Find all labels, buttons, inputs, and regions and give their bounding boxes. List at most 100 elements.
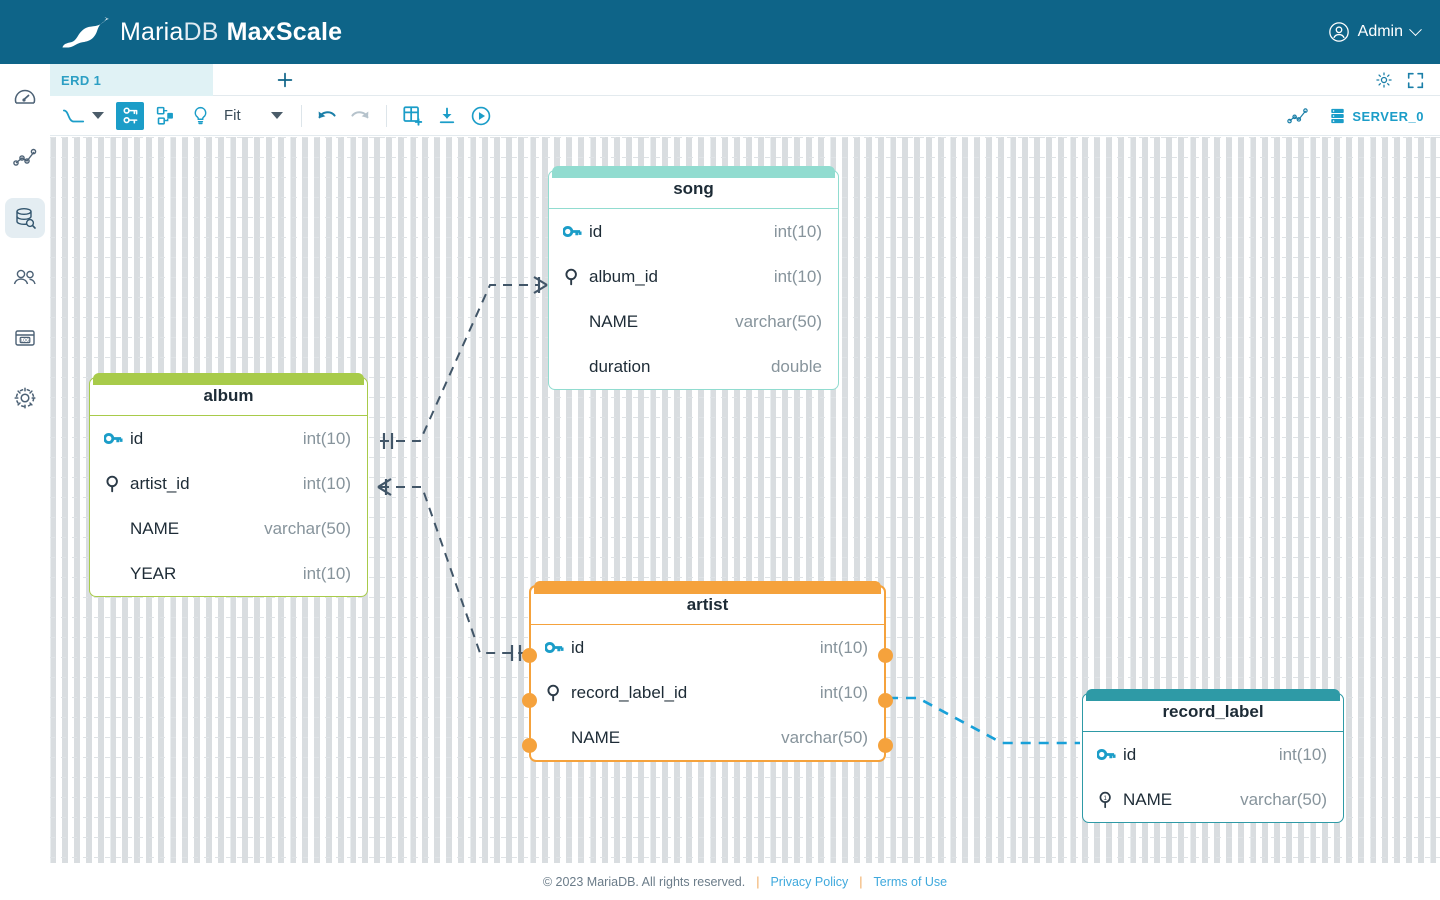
redo-button[interactable]: [346, 102, 374, 130]
link-record-label-id-to-artist-record-label-id[interactable]: [888, 696, 1080, 745]
link-artist-id-to-album-artist-id[interactable]: [377, 478, 528, 661]
tab-erd-1[interactable]: ERD 1: [50, 64, 213, 96]
link-shape-caret-icon[interactable]: [92, 112, 104, 119]
anchor-left-record-label-id[interactable]: [522, 693, 537, 708]
er-column-name: id: [589, 221, 603, 241]
er-column-name: NAME: [589, 311, 639, 331]
anchor-left-id[interactable]: [522, 648, 537, 663]
er-column-name: NAME: [1123, 789, 1173, 809]
database-search-icon: [16, 208, 36, 229]
er-column-type: int(10): [773, 221, 822, 241]
anchor-right-name[interactable]: [878, 738, 893, 753]
er-column-name: id: [571, 637, 585, 657]
fullscreen-button[interactable]: [1407, 72, 1424, 89]
er-table-artist-title: artist: [531, 587, 884, 625]
chart-button[interactable]: [1284, 102, 1312, 130]
hint-button[interactable]: [186, 102, 214, 130]
er-column-row[interactable]: YEAR int(10): [90, 551, 367, 596]
add-table-icon: [403, 105, 422, 126]
redo-arrow-icon: [351, 111, 369, 119]
toggle-keys-button[interactable]: [116, 101, 144, 130]
erd-toolbar: Fit: [50, 96, 1440, 136]
user-menu[interactable]: Admin: [1328, 0, 1422, 64]
sidebar-item-query-editor[interactable]: [5, 198, 45, 238]
anchor-right-id[interactable]: [878, 648, 893, 663]
app-footer: © 2023 MariaDB. All rights reserved. | P…: [50, 863, 1440, 900]
zoom-caret-icon[interactable]: [270, 112, 283, 119]
er-column-row[interactable]: album_id int(10): [549, 254, 838, 299]
erd-settings-button[interactable]: [1375, 71, 1393, 89]
er-column-row[interactable]: id int(10): [1083, 732, 1343, 777]
er-column-row[interactable]: id int(10): [549, 209, 838, 254]
privacy-policy-link[interactable]: Privacy Policy: [770, 874, 849, 889]
left-nav-rail: LOG: [0, 64, 50, 900]
er-table-record-label-accent: [1086, 689, 1340, 701]
er-column-name: NAME: [571, 727, 621, 747]
server-selector[interactable]: SERVER_0: [1330, 108, 1424, 124]
sidebar-item-dashboard[interactable]: [5, 78, 45, 118]
sidebar-item-visualization[interactable]: [5, 138, 45, 178]
users-icon: [13, 269, 36, 285]
sidebar-item-settings[interactable]: [5, 378, 45, 418]
svg-text:LOG: LOG: [21, 338, 30, 343]
er-column-name: artist_id: [130, 473, 190, 493]
add-table-button[interactable]: [399, 102, 427, 130]
add-tab-button[interactable]: [213, 64, 356, 96]
er-column-type: int(10): [302, 428, 351, 448]
er-column-row[interactable]: NAME varchar(50): [549, 299, 838, 344]
user-label: Admin: [1357, 23, 1403, 40]
plus-icon: [277, 72, 292, 88]
er-table-album[interactable]: album id int(10) artist_id int(10) NAME …: [89, 373, 368, 597]
er-column-type: int(10): [302, 473, 351, 493]
zoom-level-label[interactable]: Fit: [224, 107, 241, 124]
server-label: SERVER_0: [1352, 108, 1424, 124]
cardinality-icon: [156, 106, 173, 125]
brand-product: MaxScale: [226, 17, 343, 46]
terms-of-use-link[interactable]: Terms of Use: [873, 874, 948, 889]
er-table-record-label[interactable]: record_label id int(10) 1 NAME varc: [1082, 689, 1344, 823]
run-button[interactable]: [467, 102, 495, 130]
anchor-left-name[interactable]: [522, 738, 537, 753]
er-column-name: id: [1123, 744, 1137, 764]
primary-key-icon: [1097, 747, 1123, 762]
er-column-row[interactable]: duration double: [549, 344, 838, 389]
link-album-id-to-song-album-id[interactable]: [380, 276, 548, 449]
er-column-type: int(10): [819, 637, 868, 657]
er-column-row[interactable]: NAME varchar(50): [90, 506, 367, 551]
er-table-song-accent: [552, 166, 835, 178]
anchor-right-record-label-id[interactable]: [878, 693, 893, 708]
index-key-icon: [545, 683, 571, 702]
er-table-artist[interactable]: artist id int(10) record_label_id int(10…: [522, 581, 893, 762]
er-column-row[interactable]: record_label_id int(10): [531, 670, 884, 715]
svg-text:1: 1: [1103, 795, 1107, 802]
speedometer-icon: [14, 89, 36, 104]
tab-strip: ERD 1: [50, 64, 1440, 96]
er-column-row[interactable]: artist_id int(10): [90, 461, 367, 506]
er-column-type: varchar(50): [781, 727, 868, 747]
brand-db: DB: [183, 17, 219, 46]
erd-canvas[interactable]: song id int(10) album_id int(10) NAME va…: [50, 137, 1440, 863]
er-table-record-label-title: record_label: [1083, 694, 1343, 732]
undo-button[interactable]: [314, 102, 342, 130]
gear-icon: [1376, 72, 1392, 88]
undo-arrow-icon: [318, 111, 336, 119]
er-table-album-columns: id int(10) artist_id int(10) NAME varcha…: [90, 416, 367, 596]
server-stack-icon: [1331, 108, 1345, 124]
er-table-song-title: song: [549, 171, 838, 209]
line-chart-icon: [1287, 108, 1309, 124]
sidebar-item-users[interactable]: [5, 258, 45, 298]
er-column-row[interactable]: id int(10): [90, 416, 367, 461]
er-table-song[interactable]: song id int(10) album_id int(10) NAME va…: [548, 166, 839, 390]
er-column-type: int(10): [819, 682, 868, 702]
export-button[interactable]: [433, 102, 461, 130]
er-column-row[interactable]: id int(10): [531, 625, 884, 670]
cardinality-button[interactable]: [151, 102, 179, 130]
er-column-row[interactable]: 1 NAME varchar(50): [1083, 777, 1343, 822]
line-chart-icon: [13, 148, 37, 166]
link-shape-button[interactable]: [60, 102, 88, 130]
er-column-row[interactable]: NAME varchar(50): [531, 715, 884, 760]
sidebar-item-logs[interactable]: LOG: [5, 318, 45, 358]
